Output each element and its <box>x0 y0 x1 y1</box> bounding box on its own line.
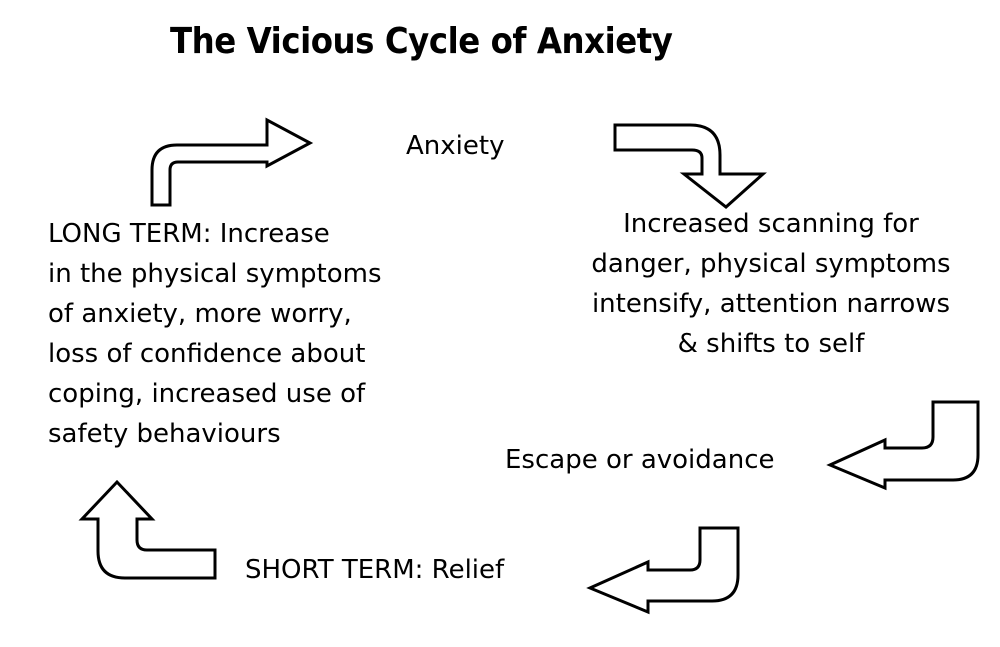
arrow-short-term-to-long-term-icon <box>78 479 217 580</box>
node-anxiety: Anxiety <box>406 131 505 161</box>
node-text-line: danger, physical symptoms <box>591 249 951 279</box>
arrow-escape-to-short-term-icon <box>586 526 740 615</box>
node-text-line: loss of confidence about <box>48 339 366 369</box>
node-text-line: coping, increased use of <box>48 379 366 409</box>
node-short-term-relief: SHORT TERM: Relief <box>245 555 505 585</box>
node-text-line: & shifts to self <box>677 329 865 359</box>
arrow-scanning-to-escape-icon <box>826 400 980 491</box>
node-text-line: LONG TERM: Increase <box>48 219 330 249</box>
arrow-anxiety-to-scanning-icon <box>613 123 767 209</box>
node-text-line: safety behaviours <box>48 419 281 449</box>
node-text-line: Increased scanning for <box>623 209 919 239</box>
node-long-term: LONG TERM: Increase in the physical symp… <box>48 214 382 454</box>
node-text-line: of anxiety, more worry, <box>48 299 352 329</box>
arrow-long-term-to-anxiety-icon <box>150 117 314 207</box>
page-title: The Vicious Cycle of Anxiety <box>170 21 673 62</box>
node-text-line: intensify, attention narrows <box>591 289 951 319</box>
node-escape-or-avoidance: Escape or avoidance <box>505 445 775 475</box>
node-text-line: in the physical symptoms <box>48 259 382 289</box>
node-increased-scanning: Increased scanning for danger, physical … <box>566 204 976 364</box>
